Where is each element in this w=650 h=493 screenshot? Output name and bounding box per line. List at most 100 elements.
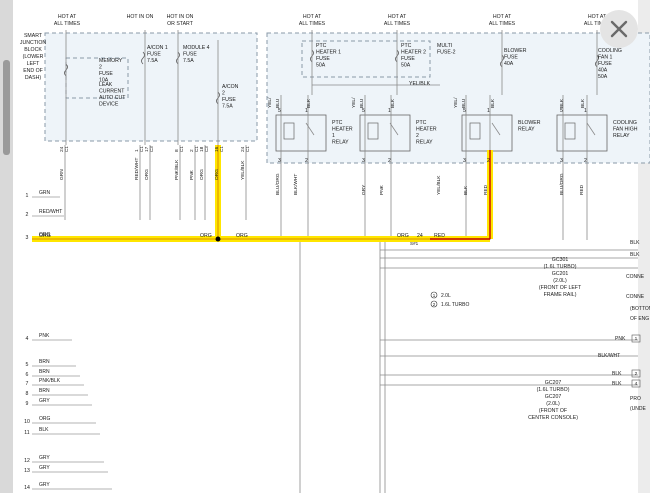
fuse-label: MEMORY [99,58,123,64]
pin-number: 24 [240,146,246,152]
wire-label: BRN [39,359,50,365]
left-scrollbar[interactable] [0,0,13,493]
hot-label: ALL TIMES [54,21,81,27]
pin-number: 3 [463,158,466,164]
connector-label: C1 [139,146,144,152]
wire-label: PNK/BLK [39,378,61,384]
hot-label: HOT AT [388,14,407,20]
connector-label: C1 [219,146,224,152]
relay-label: PTC [416,120,427,126]
legend-circle [430,291,438,299]
sjb-label: SMART [24,33,43,39]
pin-number: 5 [278,108,281,114]
wire-label: GRY [361,184,367,195]
pin-number: 3 [560,158,563,164]
leak-device-label: LEAK [99,82,113,88]
relay-label: PTC [332,120,343,126]
wire-label: ORG [39,232,51,238]
hot-label: ALL TIMES [584,21,611,27]
hot-label: HOT AT [588,14,607,20]
wire-label: ORG [236,233,248,239]
connector-label: C1 [245,146,250,152]
relay-label: RELAY [518,127,535,133]
wire-label: GRN [39,190,51,196]
fuse-label: 40A [504,61,514,67]
wire-label: RED [434,233,445,239]
relay-label: 2 [416,133,419,139]
fuse-label: A/CON 1 [147,45,168,51]
row-number: 1 [26,193,29,199]
connector-label: C1 [64,146,69,152]
wire-label: BLK [490,98,496,108]
row-number: 8 [26,391,29,397]
relay-coil [367,122,379,140]
right-label: BLK [630,240,640,246]
pin-number: 2 [388,158,391,164]
pin-number: 1 [305,108,308,114]
close-button[interactable] [600,10,638,48]
wire-label: BLK [580,98,586,108]
right-label: (UNDE [630,406,646,412]
connector-label: C1 [179,146,184,152]
wire-label: BLK [390,98,396,108]
wire-label: BLK [306,98,312,108]
pin-number: 3 [278,158,281,164]
ground-label: CENTER CONSOLE) [528,415,578,421]
relay-label: RELAY [613,133,630,139]
fuse-label: FUSE [598,61,612,67]
pin-number: 1 [584,108,587,114]
row-number: 2 [26,212,29,218]
pin-number: 3 [362,158,365,164]
pin-number: 2 [305,158,308,164]
sjb-label: LEFT [27,61,41,67]
wire-label: BRN [39,369,50,375]
ground-label: (FRONT OF [539,408,567,414]
wire-label: BLK [39,427,49,433]
fuse-label: FUSE [147,52,161,58]
fuse-label: HEATER 2 [401,50,426,56]
wire-label: ORG [39,416,51,422]
hot-label: HOT IN ON [127,14,154,20]
wire-label: GRY [39,482,50,488]
wire-label: YEL/BLK [240,160,246,180]
wire-label: RED [483,184,489,195]
fuse-label: 50A [401,63,411,69]
relay-label: HEATER [332,127,353,133]
wire-label: ORG [397,233,409,239]
pin-number: 2 [635,371,638,377]
hot-label: OR START [167,21,194,27]
fuse-label: 2 [222,91,225,97]
right-label: (BOTTOM [630,306,650,312]
fuse-label: HEATER 1 [316,50,341,56]
multi-fuse-box [301,40,431,78]
scrollbar-thumb[interactable] [3,60,10,155]
row-number: 10 [24,419,30,425]
wire-label: GRY [39,465,50,471]
row-number: 3 [26,235,29,241]
pin-box [631,379,641,388]
hot-label: ALL TIMES [489,21,516,27]
ground-label: GC207 [545,380,562,386]
fuse-label: FUSE [401,56,415,62]
ground-label: (2.0L) [553,278,567,284]
wire-label: GRY [39,398,50,404]
sjb-label: (LOWER [23,54,44,60]
legend-number: 2 [433,302,436,307]
splice-label: S#1 [410,241,419,246]
right-label: PNK [615,336,626,342]
sjb-label: DASH) [25,75,41,81]
wire-label: BLU/ORG [559,173,565,195]
wire-label: PNK [379,184,385,195]
ground-label: GC201 [552,271,569,277]
wire-label: BLU/ORG [275,173,281,195]
row-number: 5 [26,362,29,368]
fuse-label: FUSE [222,97,236,103]
connector-label: C3 [149,146,154,152]
relay-label: COOLING [613,120,637,126]
ground-label: FRAME RAIL) [544,292,577,298]
wire-label: RED [579,184,585,195]
connector-label: C1 [194,146,199,152]
sjb-label: BLOCK [24,47,42,53]
right-label: BLK [612,371,622,377]
fuse-label: PTC [401,43,412,49]
